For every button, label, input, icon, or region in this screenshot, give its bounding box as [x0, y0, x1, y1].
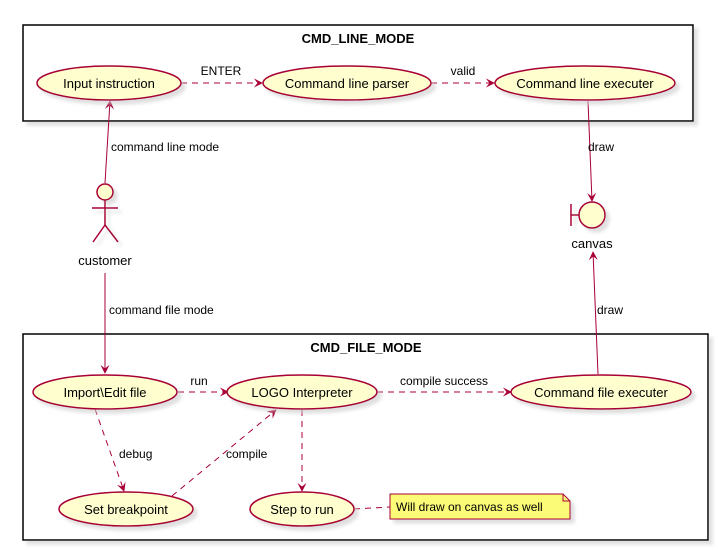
package-title: CMD_FILE_MODE — [310, 340, 422, 355]
use-case-label: Command line executer — [516, 76, 654, 91]
actor-customer-label: customer — [78, 253, 132, 268]
edge-label-command-line-mode: command line mode — [111, 140, 219, 154]
boundary-canvas-icon — [570, 201, 606, 229]
actor-customer — [92, 183, 119, 243]
edge-label-compile-success: compile success — [400, 374, 488, 388]
edge-label-draw-bottom: draw — [597, 303, 623, 317]
use-case-command-line-parser: Command line parser — [262, 65, 432, 101]
use-case-step-to-run: Step to run — [249, 491, 355, 527]
use-case-label: LOGO Interpreter — [251, 385, 353, 400]
edge-label-valid: valid — [451, 64, 476, 78]
actor-head — [96, 183, 114, 201]
use-case-label: Input instruction — [63, 76, 155, 91]
boundary-canvas-label: canvas — [571, 236, 613, 251]
edge-label-draw-top: draw — [588, 140, 614, 154]
edge-debug — [94, 408, 126, 492]
use-case-label: Command line parser — [285, 76, 410, 91]
edge-compile — [171, 409, 277, 497]
use-case-command-file-executer: Command file executer — [510, 374, 692, 410]
use-case-label: Import\Edit file — [63, 385, 146, 400]
edge-label-debug: debug — [119, 447, 152, 461]
note-text: Will draw on canvas as well — [396, 500, 543, 514]
use-case-label: Set breakpoint — [84, 502, 168, 517]
use-case-label: Step to run — [270, 502, 334, 517]
use-case-label: Command file executer — [534, 385, 668, 400]
note — [389, 493, 571, 520]
use-case-input-instruction: Input instruction — [36, 65, 182, 101]
edge-draw-top — [587, 100, 597, 202]
use-case-import-edit-file: Import\Edit file — [32, 374, 178, 410]
use-case-logo-interpreter: LOGO Interpreter — [226, 374, 378, 410]
edge-label-enter: ENTER — [201, 64, 242, 78]
edge-draw-bottom — [588, 251, 599, 375]
edge-label-command-file-mode: command file mode — [109, 303, 214, 317]
package-title: CMD_LINE_MODE — [302, 31, 415, 46]
use-case-command-line-executer: Command line executer — [494, 65, 676, 101]
note-shape — [389, 493, 571, 520]
edges — [94, 78, 599, 510]
use-case-set-breakpoint: Set breakpoint — [58, 491, 194, 527]
edge-command-line-mode — [104, 100, 114, 184]
edge-label-run: run — [190, 374, 207, 388]
edge-labels: ENTER valid command line mode draw comma… — [109, 64, 623, 461]
edge-label-compile: compile — [226, 447, 268, 461]
